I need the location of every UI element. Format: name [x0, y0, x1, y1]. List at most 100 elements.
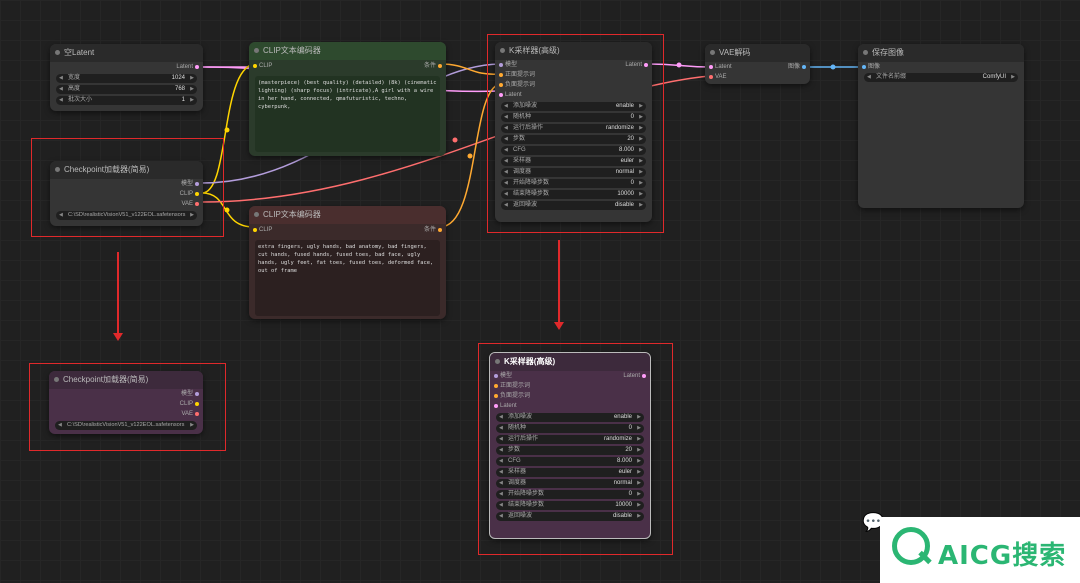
highlight-checkpoint-box: [31, 138, 224, 237]
input-clip[interactable]: CLIP: [249, 225, 272, 235]
checkpoint-loader-purple-node[interactable]: Checkpoint加载器(简易) 模型 CLIP VAE C:\SD\real…: [49, 371, 203, 434]
input-model[interactable]: 模型: [495, 60, 652, 70]
widget-label: 返回噪波: [508, 513, 533, 519]
arrow-down-icon: [113, 252, 123, 341]
input-dot[interactable]: [709, 65, 713, 69]
output-vae[interactable]: VAE: [50, 199, 203, 209]
input-dot[interactable]: [253, 64, 257, 68]
output-dot[interactable]: [195, 402, 199, 406]
output-clip[interactable]: CLIP: [50, 189, 203, 199]
input-dot[interactable]: [494, 394, 498, 398]
output-dot[interactable]: [195, 192, 199, 196]
clip-negative-node[interactable]: CLIP文本编码器 CLIP 条件 extra fingers, ugly ha…: [249, 206, 446, 319]
output-label: 图像: [787, 64, 800, 70]
output-dot[interactable]: [195, 182, 199, 186]
prompt-textarea[interactable]: (masterpiece) (best quality) (detailed) …: [255, 76, 440, 152]
output-vae[interactable]: VAE: [49, 409, 203, 419]
input-dot[interactable]: [253, 228, 257, 232]
input-dot[interactable]: [862, 65, 866, 69]
output-dot[interactable]: [642, 374, 646, 378]
output-conditioning[interactable]: 条件: [424, 61, 446, 71]
input-negative[interactable]: 负面提示词: [495, 80, 652, 90]
prompt-textarea[interactable]: extra fingers, ugly hands, bad anatomy, …: [255, 240, 440, 316]
input-dot[interactable]: [499, 83, 503, 87]
output-dot[interactable]: [195, 202, 199, 206]
input-dot[interactable]: [499, 63, 503, 67]
output-image[interactable]: 图像: [788, 62, 810, 72]
node-title: K采样器(高级): [490, 353, 650, 371]
output-dot[interactable]: [195, 392, 199, 396]
input-dot[interactable]: [494, 374, 498, 378]
output-latent[interactable]: Latent: [50, 62, 203, 72]
input-dot[interactable]: [494, 404, 498, 408]
clip-positive-node[interactable]: CLIP文本编码器 CLIP 条件 (masterpiece) (best qu…: [249, 42, 446, 156]
model-select[interactable]: C:\SD\realisticVisionV51_v122EOL.safeten…: [56, 211, 197, 220]
input-latent[interactable]: Latent: [705, 62, 810, 72]
output-latent[interactable]: Latent: [625, 60, 652, 70]
output-clip[interactable]: CLIP: [49, 399, 203, 409]
output-dot[interactable]: [195, 65, 199, 69]
output-model[interactable]: 模型: [50, 179, 203, 189]
output-dot[interactable]: [802, 65, 806, 69]
input-model[interactable]: 模型: [490, 371, 650, 381]
output-dot[interactable]: [644, 63, 648, 67]
input-clip[interactable]: CLIP: [249, 61, 272, 71]
output-latent[interactable]: Latent: [623, 371, 650, 381]
ksampler-node[interactable]: K采样器(高级) 模型 Latent 正面提示词 负面提示词 Latent 添加…: [495, 42, 652, 222]
input-vae[interactable]: VAE: [705, 72, 810, 82]
widget-label: 宽度: [68, 75, 81, 81]
input-latent[interactable]: Latent: [490, 401, 650, 411]
input-latent[interactable]: Latent: [495, 90, 652, 100]
model-select[interactable]: C:\SD\realisticVisionV51_v122EOL.safeten…: [55, 421, 197, 430]
widget-label: 开始降噪步数: [513, 180, 550, 186]
input-negative[interactable]: 负面提示词: [490, 391, 650, 401]
output-dot[interactable]: [438, 228, 442, 232]
output-model[interactable]: 模型: [49, 389, 203, 399]
ksampler-purple-node[interactable]: K采样器(高级) 模型 Latent 正面提示词 负面提示词 Latent 添加…: [489, 352, 651, 539]
checkpoint-loader-node[interactable]: Checkpoint加载器(简易) 模型 CLIP VAE C:\SD\real…: [50, 161, 203, 226]
widget-label: 开始降噪步数: [508, 491, 545, 497]
output-conditioning[interactable]: 条件: [424, 225, 446, 235]
output-dot[interactable]: [438, 64, 442, 68]
output-label: VAE: [181, 411, 193, 417]
input-dot[interactable]: [709, 75, 713, 79]
input-positive[interactable]: 正面提示词: [495, 70, 652, 80]
vae-decode-node[interactable]: VAE解码 Latent 图像 VAE: [705, 44, 810, 84]
input-label: Latent: [505, 92, 522, 98]
input-image[interactable]: 图像: [858, 62, 1024, 72]
input-positive[interactable]: 正面提示词: [490, 381, 650, 391]
input-dot[interactable]: [499, 73, 503, 77]
widget-label: 调度器: [508, 480, 527, 486]
output-label: 模型: [180, 181, 193, 187]
input-dot[interactable]: [499, 93, 503, 97]
input-label: 图像: [868, 64, 881, 70]
input-dot[interactable]: [494, 384, 498, 388]
output-dot[interactable]: [195, 412, 199, 416]
